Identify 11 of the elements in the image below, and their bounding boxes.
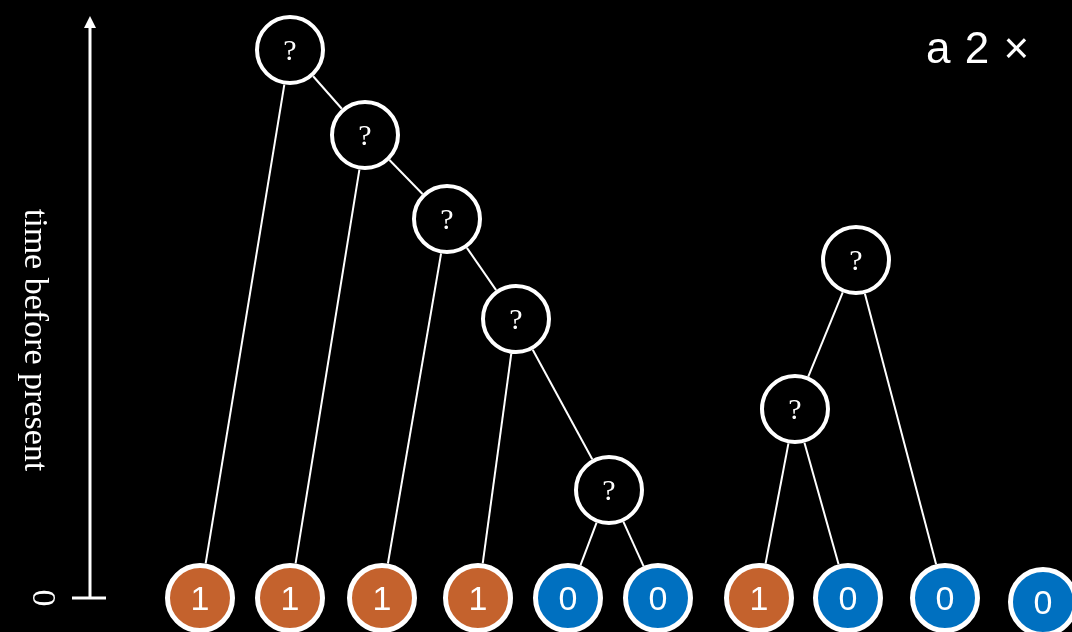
title-text: a 2 ×	[926, 26, 1031, 70]
axis-label: time before present	[19, 208, 53, 472]
axis-tick-label: 0	[27, 589, 61, 607]
tree-branch	[204, 83, 286, 565]
tree-branch	[294, 168, 361, 565]
tree-branch	[388, 159, 424, 195]
tree-branch	[386, 252, 443, 565]
tree-branch	[465, 246, 498, 292]
tree-branch	[764, 442, 790, 565]
tree-branch	[312, 75, 343, 110]
tree-branch	[481, 352, 513, 565]
